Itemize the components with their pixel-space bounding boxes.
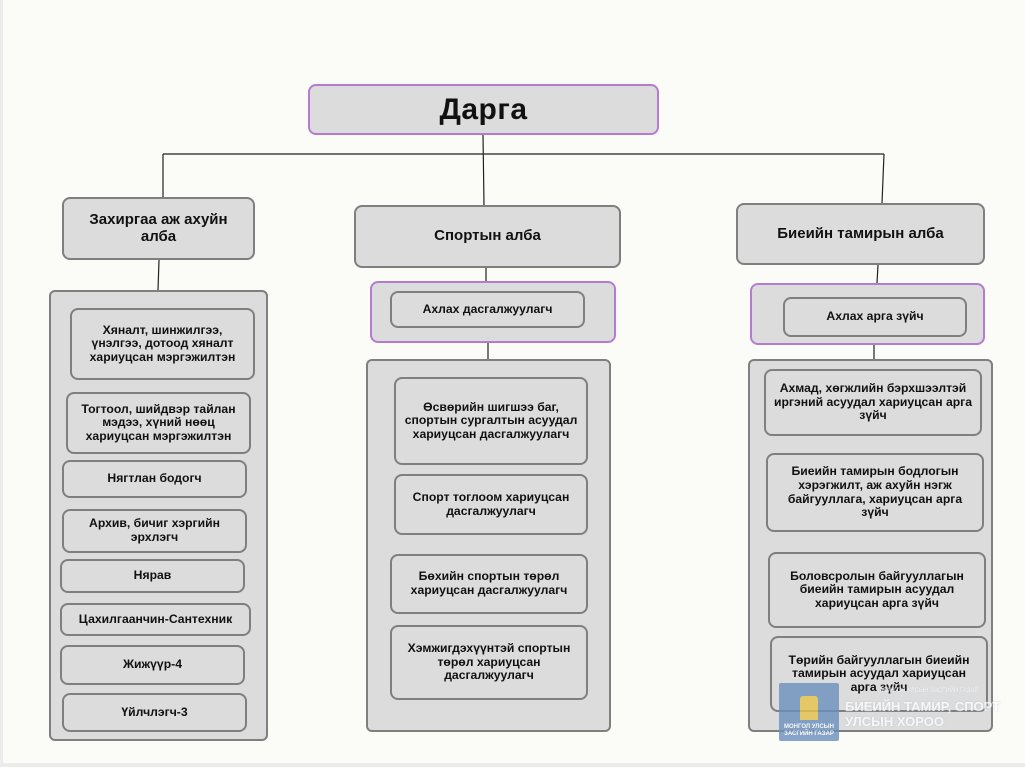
department-admin-title: Захиргаа аж ахуйн алба — [89, 210, 228, 245]
physical-staff-item: Боловсролын байгууллагын биеийн тамирын … — [768, 552, 986, 628]
sport-staff-label: Бөхийн спортын төрөл хариуцсан дасгалжуу… — [410, 569, 568, 597]
admin-staff-label: Үйлчлэгч-3 — [121, 704, 188, 719]
sport-staff-label: Хэмжигдэхүүнтэй спортын төрөл хариуцсан … — [407, 641, 571, 683]
admin-staff-item: Тогтоол, шийдвэр тайлан мэдээ, хүний нөө… — [66, 392, 251, 454]
physical-staff-label: Боловсролын байгууллагын биеийн тамирын … — [790, 568, 964, 610]
admin-staff-item: Жижүүр-4 — [60, 645, 245, 685]
physical-lead-label: Ахлах арга зүйч — [826, 309, 924, 324]
frame-left-edge — [0, 0, 3, 767]
admin-staff-item: Хяналт, шинжилгээ, үнэлгээ, дотоод хянал… — [70, 308, 255, 380]
frame-bottom-edge — [0, 763, 1025, 767]
sport-staff-item: Бөхийн спортын төрөл хариуцсан дасгалжуу… — [390, 554, 588, 614]
physical-staff-label: Төрийн байгууллагын биеийн тамирын асууд… — [788, 652, 970, 694]
department-sport-box: Спортын алба — [354, 205, 621, 268]
physical-staff-item: Ахмад, хөгжлийн бэрхшээлтэй иргэний асуу… — [764, 369, 982, 436]
admin-staff-item: Үйлчлэгч-3 — [62, 693, 247, 732]
admin-staff-item: Цахилгаанчин-Сантехник — [60, 603, 251, 636]
government-emblem-logo: МОНГОЛ УЛСЫН ЗАСГИЙН ГАЗАР — [779, 683, 839, 741]
sport-lead-box: Ахлах дасгалжуулагч — [390, 291, 585, 328]
sport-staff-label: Өсвөрийн шигшээ баг, спортын сургалтын а… — [404, 399, 578, 441]
admin-staff-label: Тогтоол, шийдвэр тайлан мэдээ, хүний нөө… — [81, 401, 236, 443]
department-admin-box: Захиргаа аж ахуйн алба — [62, 197, 255, 260]
physical-staff-item: Биеийн тамирын бодлогын хэрэгжилт, аж ах… — [766, 453, 984, 532]
physical-staff-label: Ахмад, хөгжлийн бэрхшээлтэй иргэний асуу… — [773, 381, 973, 423]
sport-staff-item: Өсвөрийн шигшээ баг, спортын сургалтын а… — [394, 377, 588, 465]
admin-staff-item: Нярав — [60, 559, 245, 593]
soyombo-icon — [800, 696, 818, 721]
sport-staff-label: Спорт тоглоом хариуцсан дасгалжуулагч — [412, 489, 570, 518]
admin-staff-label: Жижүүр-4 — [123, 657, 182, 672]
head-title: Дарга — [439, 92, 528, 126]
sport-lead-label: Ахлах дасгалжуулагч — [422, 301, 553, 316]
sport-staff-item: Хэмжигдэхүүнтэй спортын төрөл хариуцсан … — [390, 625, 588, 700]
watermark-line-1: БИЕИЙН ТАМИР, СПОРТ — [845, 699, 1001, 714]
admin-staff-label: Нягтлан бодогч — [107, 471, 202, 486]
admin-staff-label: Хяналт, шинжилгээ, үнэлгээ, дотоод хянал… — [89, 322, 236, 364]
physical-lead-box: Ахлах арга зүйч — [783, 297, 967, 337]
watermark-agency-name: БИЕИЙН ТАМИР, СПОРТ УЛСЫН ХОРОО — [845, 699, 1005, 730]
department-sport-title: Спортын алба — [434, 227, 541, 245]
watermark-line-2: УЛСЫН ХОРОО — [845, 713, 944, 729]
admin-staff-item: Архив, бичиг хэргийн эрхлэгч — [62, 509, 247, 553]
department-physical-box: Биеийн тамирын алба — [736, 203, 985, 265]
physical-staff-label: Биеийн тамирын бодлогын хэрэгжилт, аж ах… — [787, 464, 963, 520]
admin-staff-label: Цахилгаанчин-Сантехник — [78, 611, 233, 626]
admin-staff-label: Нярав — [133, 568, 172, 583]
sport-staff-item: Спорт тоглоом хариуцсан дасгалжуулагч — [394, 474, 588, 535]
admin-staff-label: Архив, бичиг хэргийн эрхлэгч — [89, 516, 220, 544]
admin-staff-item: Нягтлан бодогч — [62, 460, 247, 498]
watermark-small-text: МОНГОЛ УЛСЫН ЗАСГИЙН ГАЗАР — [880, 688, 979, 694]
head-box: Дарга — [308, 84, 659, 135]
department-physical-title: Биеийн тамирын алба — [777, 224, 944, 242]
emblem-caption: МОНГОЛ УЛСЫН ЗАСГИЙН ГАЗАР — [784, 724, 834, 738]
